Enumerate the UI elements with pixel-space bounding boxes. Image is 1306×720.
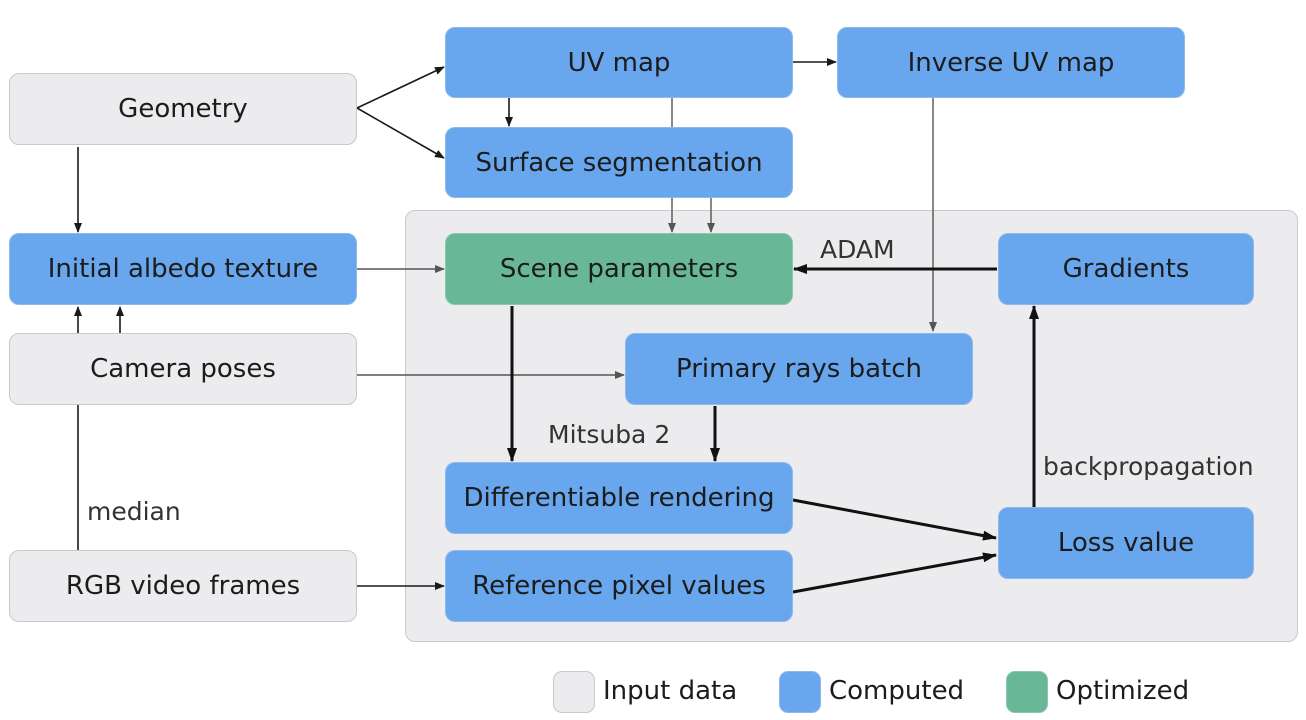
- node-rgb-video-frames: RGB video frames: [9, 550, 357, 622]
- node-label: Scene parameters: [499, 254, 739, 284]
- edge-label-median: median: [87, 497, 181, 526]
- node-differentiable-rendering: Differentiable rendering: [445, 462, 793, 534]
- edge-label-backpropagation: backpropagation: [1043, 452, 1254, 481]
- node-inverse-uv-map: Inverse UV map: [837, 27, 1185, 98]
- node-scene-parameters: Scene parameters: [445, 233, 793, 305]
- legend-label-computed: Computed: [829, 676, 965, 706]
- node-label: RGB video frames: [65, 571, 301, 601]
- legend-label-optimized: Optimized: [1056, 676, 1190, 706]
- node-label: Primary rays batch: [676, 354, 922, 384]
- node-loss-value: Loss value: [998, 507, 1254, 579]
- node-label: Surface segmentation: [475, 147, 763, 178]
- node-uv-map: UV map: [445, 27, 793, 98]
- node-label: UV map: [567, 47, 671, 78]
- edge-geometry-uvmap: [356, 66, 445, 109]
- edge-label-adam: ADAM: [820, 235, 895, 264]
- legend-swatch-optimized: [1006, 671, 1048, 713]
- node-label: Geometry: [118, 94, 248, 124]
- node-label: Inverse UV map: [907, 47, 1115, 78]
- node-primary-rays-batch: Primary rays batch: [625, 333, 973, 405]
- edge-label-mitsuba: Mitsuba 2: [548, 420, 671, 449]
- node-label: Differentiable rendering: [463, 483, 775, 513]
- node-geometry: Geometry: [9, 73, 357, 145]
- legend-swatch-input: [553, 671, 595, 713]
- legend-swatch-computed: [779, 671, 821, 713]
- edge-diffrender-loss: [792, 498, 997, 541]
- node-label: Reference pixel values: [472, 571, 766, 601]
- node-label: Gradients: [1062, 254, 1190, 284]
- node-initial-albedo-texture: Initial albedo texture: [9, 233, 357, 305]
- edge-reference-loss: [792, 552, 997, 594]
- node-label: Loss value: [1057, 528, 1195, 558]
- node-label: Camera poses: [90, 354, 276, 384]
- node-camera-poses: Camera poses: [9, 333, 357, 405]
- node-label: Initial albedo texture: [47, 254, 319, 284]
- node-gradients: Gradients: [998, 233, 1254, 305]
- node-reference-pixel-values: Reference pixel values: [445, 550, 793, 622]
- edge-geometry-segmentation: [356, 107, 445, 159]
- legend-label-input: Input data: [603, 676, 738, 706]
- node-surface-segmentation: Surface segmentation: [445, 127, 793, 198]
